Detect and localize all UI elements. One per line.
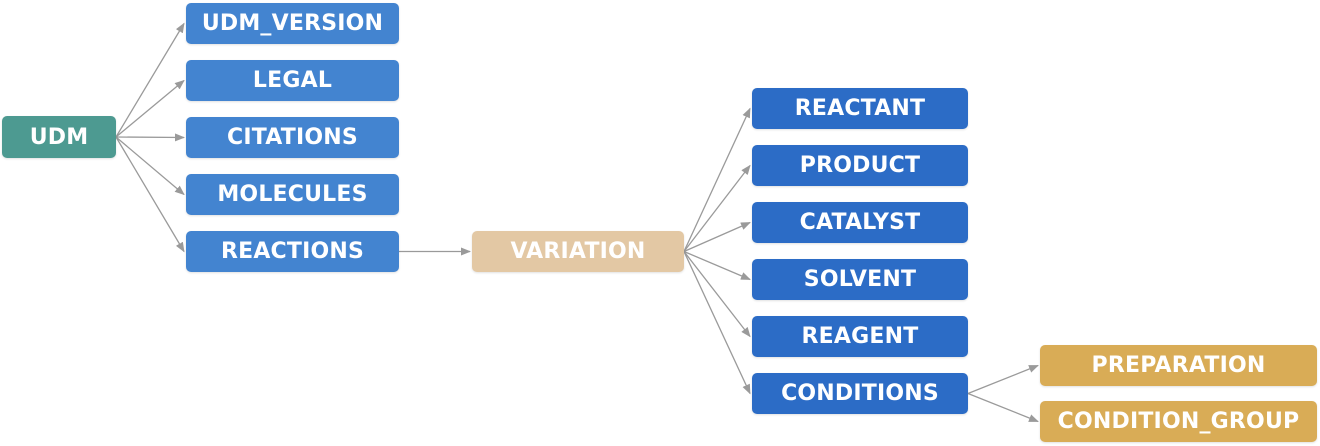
node-reactant: REACTANT bbox=[752, 88, 968, 129]
node-condition-group: CONDITION_GROUP bbox=[1040, 401, 1317, 442]
node-product: PRODUCT bbox=[752, 145, 968, 186]
edge-variation-to-solvent bbox=[683, 250, 751, 281]
edge-variation-to-reactant bbox=[683, 107, 751, 252]
node-preparation: PREPARATION bbox=[1040, 345, 1317, 386]
edge-udm-to-reactions bbox=[115, 136, 185, 253]
edge-variation-to-conditions bbox=[683, 251, 751, 395]
edge-variation-to-catalyst bbox=[683, 221, 751, 253]
edge-udm-to-molecules bbox=[115, 136, 185, 196]
node-reactions: REACTIONS bbox=[186, 231, 399, 272]
edge-udm-to-legal bbox=[115, 79, 185, 138]
edge-variation-to-reagent bbox=[683, 251, 751, 338]
node-citations: CITATIONS bbox=[186, 117, 399, 158]
edge-conditions-to-condition_group bbox=[967, 392, 1039, 423]
node-conditions: CONDITIONS bbox=[752, 373, 968, 414]
node-solvent: SOLVENT bbox=[752, 259, 968, 300]
node-catalyst: CATALYST bbox=[752, 202, 968, 243]
node-udm: UDM bbox=[2, 116, 116, 158]
node-udm-version: UDM_VERSION bbox=[186, 3, 399, 44]
edge-conditions-to-preparation bbox=[967, 364, 1039, 395]
edge-udm-to-citations bbox=[115, 133, 185, 142]
node-legal: LEGAL bbox=[186, 60, 399, 101]
edge-udm-to-udm_version bbox=[115, 22, 185, 138]
node-molecules: MOLECULES bbox=[186, 174, 399, 215]
edge-variation-to-product bbox=[683, 164, 751, 252]
node-variation: VARIATION bbox=[472, 231, 684, 272]
node-reagent: REAGENT bbox=[752, 316, 968, 357]
